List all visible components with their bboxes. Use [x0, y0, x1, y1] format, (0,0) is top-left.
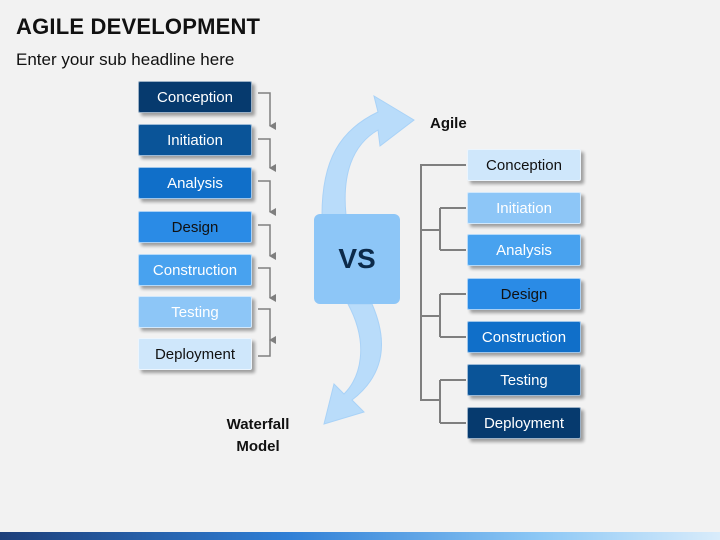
agile-step-analysis: Analysis [467, 234, 581, 266]
curved-arrow-up [321, 94, 415, 216]
waterfall-step-testing: Testing [138, 296, 252, 328]
waterfall-step-analysis: Analysis [138, 167, 252, 199]
agile-step-construction: Construction [467, 321, 581, 353]
agile-step-design: Design [467, 278, 581, 310]
waterfall-connectors [258, 92, 276, 357]
waterfall-step-construction: Construction [138, 254, 252, 286]
agile-step-initiation: Initiation [467, 192, 581, 224]
agile-connectors [420, 164, 466, 424]
agile-step-deployment: Deployment [467, 407, 581, 439]
waterfall-step-conception: Conception [138, 81, 252, 113]
waterfall-step-design: Design [138, 211, 252, 243]
vs-box: VS [314, 214, 400, 304]
vs-label: VS [338, 243, 376, 274]
agile-label: Agile [430, 115, 467, 132]
waterfall-step-deployment: Deployment [138, 338, 252, 370]
agile-step-conception: Conception [467, 149, 581, 181]
footer-gradient-bar [0, 532, 720, 540]
waterfall-step-initiation: Initiation [138, 124, 252, 156]
page-subtitle: Enter your sub headline here [16, 50, 235, 69]
curved-arrow-down [323, 303, 382, 425]
waterfall-label: Waterfall Model [226, 416, 290, 455]
page-title: AGILE DEVELOPMENT [16, 14, 261, 39]
agile-step-testing: Testing [467, 364, 581, 396]
